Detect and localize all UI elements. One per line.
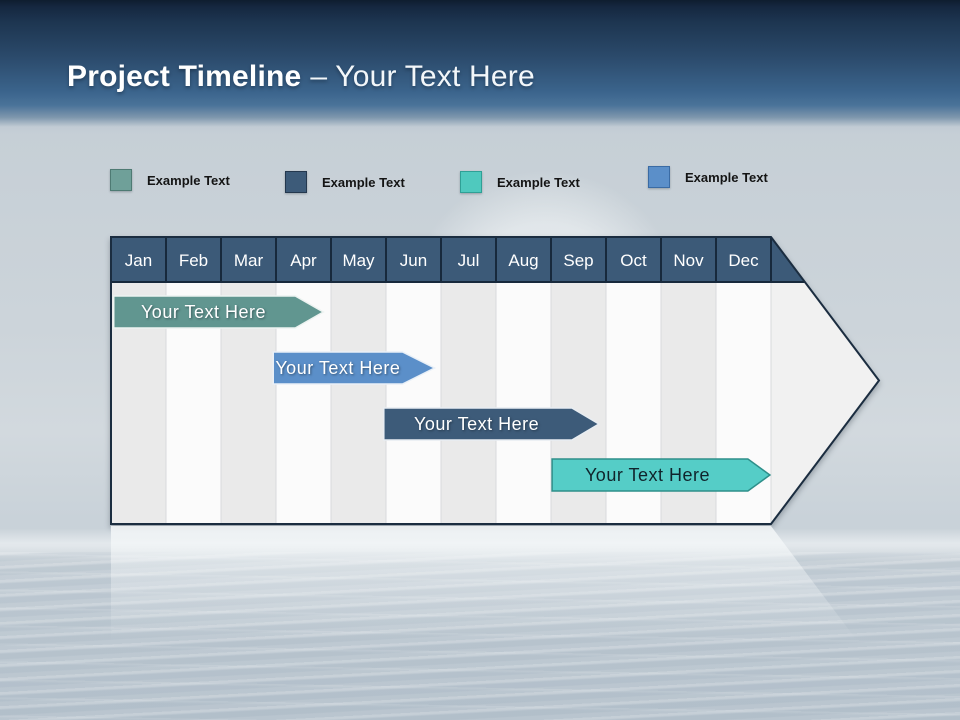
timeline-bar-label-1: Your Text Here — [141, 302, 266, 322]
legend-label: Example Text — [147, 172, 230, 188]
legend-item-1: Example Text — [110, 169, 230, 191]
legend-label: Example Text — [685, 169, 768, 185]
legend-item-4: Example Text — [648, 166, 768, 188]
timeline-bar-label-3: Your Text Here — [414, 414, 539, 434]
timeline-body — [111, 237, 879, 524]
month-header-apr: Apr — [290, 251, 317, 270]
legend-label: Example Text — [497, 174, 580, 190]
month-header-oct: Oct — [620, 251, 647, 270]
timeline-bar-2 — [272, 351, 437, 385]
legend-item-3: Example Text — [460, 171, 580, 193]
timeline-table: Jan Feb Mar Apr May Jun Jul Aug Sep Oct Nov DecYour… — [110, 236, 881, 525]
month-header-jul: Jul — [458, 251, 480, 270]
month-header-sep: Sep — [563, 251, 593, 270]
legend-swatch-icon — [648, 166, 670, 188]
month-header-feb: Feb — [179, 251, 208, 270]
month-header-jun: Jun — [400, 251, 427, 270]
timeline-bar-1 — [113, 295, 325, 329]
legend-item-2: Example Text — [285, 171, 405, 193]
timeline-bar-label-4: Your Text Here — [585, 465, 710, 485]
month-header-nov: Nov — [673, 251, 704, 270]
timeline-bar-label-2: Your Text Here — [275, 358, 400, 378]
month-header-dec: Dec — [728, 251, 759, 270]
month-header-aug: Aug — [508, 251, 538, 270]
legend-swatch-icon — [285, 171, 307, 193]
timeline-arrow-outline — [110, 236, 881, 525]
legend-label: Example Text — [322, 174, 405, 190]
month-header-jan: Jan — [125, 251, 152, 270]
horizon-haze — [0, 528, 960, 562]
month-header-may: May — [342, 251, 375, 270]
header-band — [0, 0, 960, 135]
page-title: Project Timeline– Your Text Here — [67, 60, 535, 94]
timeline-bar-3 — [383, 407, 601, 441]
title-placeholder: – Your Text Here — [310, 60, 535, 93]
legend-swatch-icon — [460, 171, 482, 193]
timeline-bar-4 — [551, 458, 772, 492]
month-header-mar: Mar — [234, 251, 264, 270]
title-main: Project Timeline — [67, 60, 302, 93]
ocean-waves-texture — [0, 552, 960, 720]
legend-swatch-icon — [110, 169, 132, 191]
